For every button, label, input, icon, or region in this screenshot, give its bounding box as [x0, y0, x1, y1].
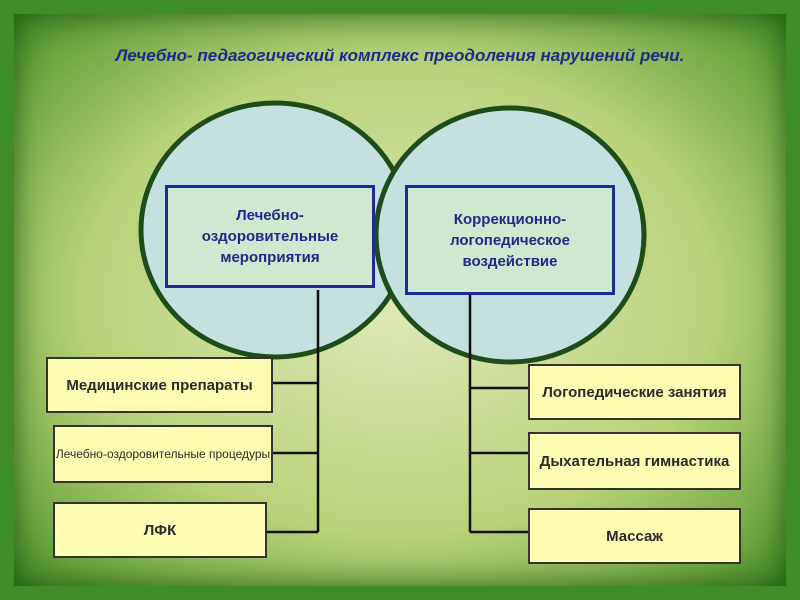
- left-item-3: ЛФК: [53, 502, 267, 558]
- left-item-1: Медицинские препараты: [46, 357, 273, 413]
- left-heading-text: Лечебно-оздоровительные мероприятия: [201, 207, 339, 266]
- right-item-1: Логопедические занятия: [528, 364, 741, 420]
- slide-title: Лечебно- педагогический комплекс преодол…: [115, 46, 685, 65]
- right-item-3: Массаж: [528, 508, 741, 564]
- right-heading-text: Коррекционно-логопедическое воздействие: [450, 210, 570, 270]
- right-item-2: Дыхательная гимнастика: [528, 432, 741, 490]
- left-heading-box: Лечебно-оздоровительные мероприятия: [165, 185, 375, 288]
- left-item-2: Лечебно-оздоровительные процедуры: [53, 425, 273, 483]
- right-heading-box: Коррекционно-логопедическое воздействие: [405, 185, 615, 295]
